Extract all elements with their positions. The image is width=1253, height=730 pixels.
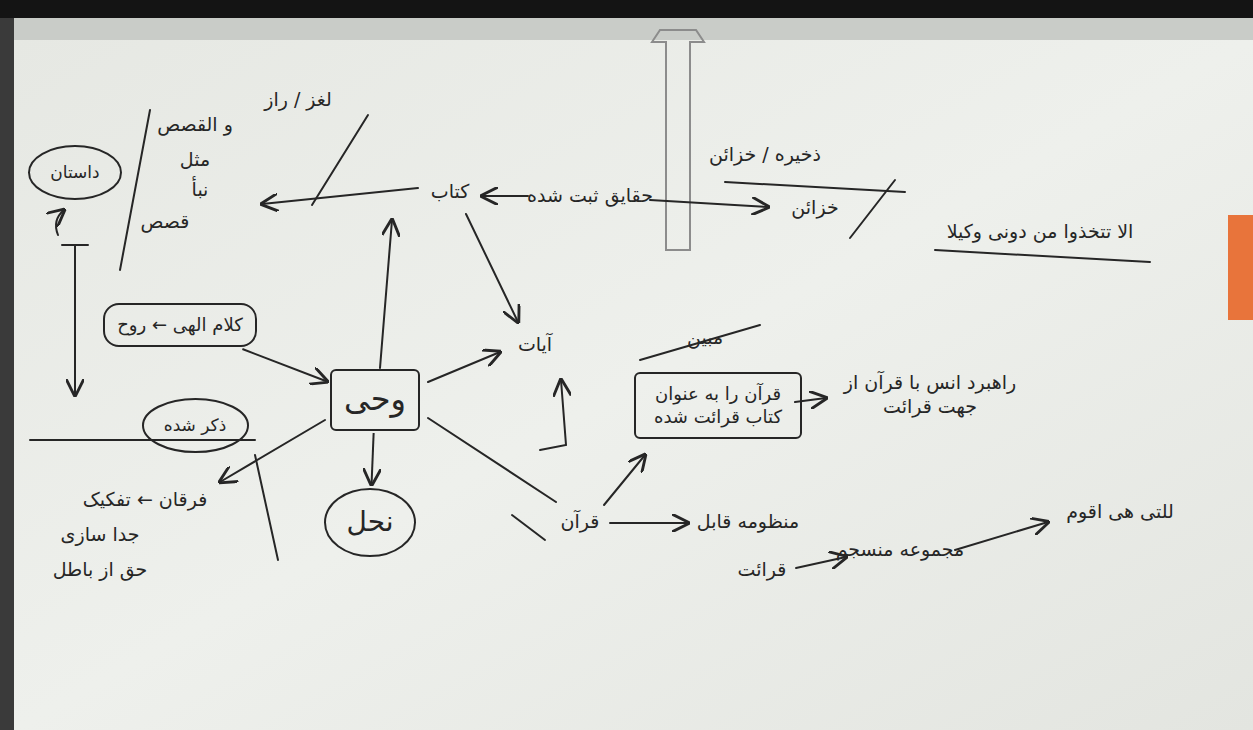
circled-word: نحل [324, 488, 416, 557]
arrow [262, 188, 418, 204]
arrow [955, 522, 1048, 550]
node-text: وحی [344, 379, 406, 421]
note-text: نبأ [192, 178, 209, 202]
eraser [1228, 215, 1253, 320]
note-text: الا تتخذوا من دونی وکیلا [947, 220, 1134, 244]
arrow [220, 420, 325, 482]
note-text: راهبرد انس با قرآن از جهت قرائت [835, 371, 1025, 419]
note-text: کتاب [431, 180, 469, 204]
note-text: آیات [518, 333, 552, 357]
note-text: حقایق ثبت شده [527, 184, 653, 208]
circled-word: ذکر شده [142, 398, 249, 453]
connector-arrow [372, 433, 374, 485]
arrow [604, 455, 645, 505]
divider-line [30, 439, 255, 441]
arrow [610, 522, 688, 524]
note-text: خزائن [791, 196, 838, 220]
divider-line [850, 180, 895, 238]
arrow [380, 220, 392, 368]
note-text: مجموعه منسجم [836, 538, 965, 562]
arrow [540, 380, 566, 450]
arrow [795, 398, 826, 402]
note-text: مثل [180, 148, 210, 172]
divider-line [640, 325, 760, 360]
note-text: قرآن [561, 510, 600, 534]
node-text: کلام الهی ← روح [117, 313, 243, 336]
divider-line [725, 182, 905, 192]
arrow [466, 214, 518, 322]
ellipse-outline [325, 489, 415, 556]
board-surface [14, 40, 1253, 730]
connector-arrow [242, 349, 327, 382]
note-text: جدا سازی [61, 523, 140, 547]
divider-line [120, 110, 150, 270]
note-text: و القصص [157, 113, 233, 137]
frame-top [0, 0, 1253, 18]
ellipse-outline [143, 399, 248, 452]
note-text: فرقان ← تفکیک [83, 488, 208, 512]
note-text: لغز / راز [264, 88, 332, 112]
ellipse-outline [29, 146, 121, 199]
frame-ledge [0, 18, 1253, 40]
arrow [62, 245, 88, 395]
note-text: منظومه قابل [697, 510, 799, 534]
note-text: قرائت [738, 558, 787, 582]
clip [652, 30, 704, 250]
note-text: قصص [141, 210, 190, 234]
note-text: ذخیره / خزائن [709, 143, 821, 167]
central-box: وحی [330, 369, 420, 431]
frame-left [0, 18, 14, 730]
node-text: قرآن را به عنوان کتاب قرائت شده [648, 382, 788, 429]
divider-line [312, 115, 368, 205]
note-box: کلام الهی ← روح [103, 303, 257, 347]
arrow [428, 352, 500, 382]
node-text: داستان [50, 161, 99, 183]
circled-word: داستان [28, 145, 122, 200]
divider-line [512, 515, 545, 540]
underline [935, 250, 1150, 262]
node-text: نحل [346, 504, 393, 540]
arrow [482, 195, 528, 197]
note-text: حق از باطل [53, 558, 148, 582]
line [428, 418, 556, 502]
note-text: للتی هی اقوم [1066, 500, 1174, 524]
note-text: مبین [687, 326, 723, 350]
divider-line [255, 455, 278, 560]
node-text: ذکر شده [164, 414, 227, 436]
arrow [56, 210, 64, 235]
note-box: قرآن را به عنوان کتاب قرائت شده [634, 372, 802, 439]
arrow [650, 200, 768, 207]
